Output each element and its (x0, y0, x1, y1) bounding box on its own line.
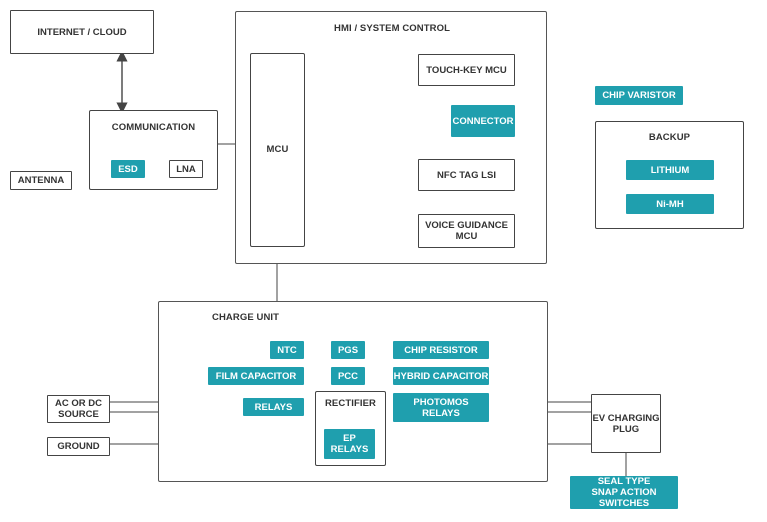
pgs-block: PGS (331, 341, 365, 359)
pcc-block: PCC (331, 367, 365, 385)
ev-charging-plug-box: EV CHARGING PLUG (591, 394, 661, 453)
ntc-block: NTC (270, 341, 304, 359)
rectifier-label: RECTIFIER (324, 398, 377, 409)
mcu-label: MCU (266, 144, 289, 155)
mcu-box (250, 53, 305, 247)
touch-key-mcu-block: TOUCH-KEY MCU (418, 54, 515, 86)
film-capacitor-block: FILM CAPACITOR (208, 367, 304, 385)
nfc-tag-lsi-block: NFC TAG LSI (418, 159, 515, 191)
connector-block: CONNECTOR (451, 105, 515, 137)
hmi-title: HMI / SYSTEM CONTROL (334, 23, 450, 34)
communication-title: COMMUNICATION (111, 122, 196, 133)
lithium-block: LITHIUM (626, 160, 714, 180)
ni-mh-block: Ni-MH (626, 194, 714, 214)
ac-dc-source-box: AC OR DC SOURCE (47, 395, 110, 423)
voice-guidance-mcu-block: VOICE GUIDANCE MCU (418, 214, 515, 248)
chip-resistor-block: CHIP RESISTOR (393, 341, 489, 359)
seal-type-snap-action-switches-block: SEAL TYPE SNAP ACTION SWITCHES (570, 476, 678, 509)
hybrid-capacitor-block: HYBRID CAPACITOR (393, 367, 489, 385)
photomos-relays-block: PHOTOMOS RELAYS (393, 393, 489, 422)
antenna-box: ANTENNA (10, 171, 72, 190)
backup-title: BACKUP (648, 132, 691, 143)
ground-box: GROUND (47, 437, 110, 456)
charge-unit-title: CHARGE UNIT (212, 312, 280, 323)
lna-block: LNA (169, 160, 203, 178)
ep-relays-block: EP RELAYS (324, 429, 375, 459)
relays-block: RELAYS (243, 398, 304, 416)
internet-cloud-box: INTERNET / CLOUD (10, 10, 154, 54)
chip-varistor-block: CHIP VARISTOR (595, 86, 683, 105)
esd-block: ESD (111, 160, 145, 178)
